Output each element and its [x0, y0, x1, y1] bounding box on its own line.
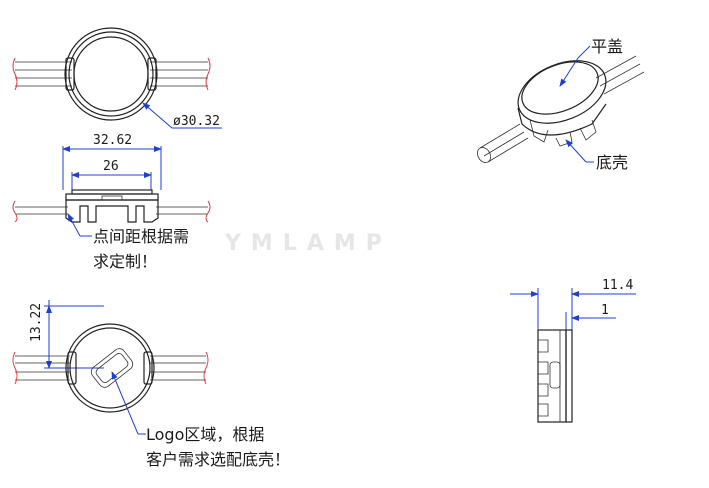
- logo-note-line1: Logo区域，根据: [146, 425, 264, 444]
- width-inner-label: 26: [103, 159, 119, 174]
- cap-label: 平盖: [591, 37, 623, 56]
- logo-note-line2: 客户需求选配底壳！: [146, 450, 290, 469]
- diameter-label: ø30.32: [173, 114, 220, 129]
- cap-thickness-label: 1: [601, 303, 609, 318]
- bottom-view: [12, 300, 209, 435]
- pitch-note-line2: 求定制！: [93, 252, 157, 271]
- width-outer-label: 32.62: [93, 133, 132, 148]
- front-view: [12, 146, 211, 237]
- side-view: [510, 288, 636, 423]
- height-label: 11.4: [602, 278, 633, 293]
- top-view: [12, 27, 222, 129]
- shell-label: 底壳: [596, 153, 628, 172]
- isometric-view: [477, 45, 645, 163]
- offset-side-label: 13.22: [29, 303, 44, 342]
- watermark-text: YMLAMP: [224, 231, 392, 256]
- pitch-note-line1: 点间距根据需: [93, 227, 189, 246]
